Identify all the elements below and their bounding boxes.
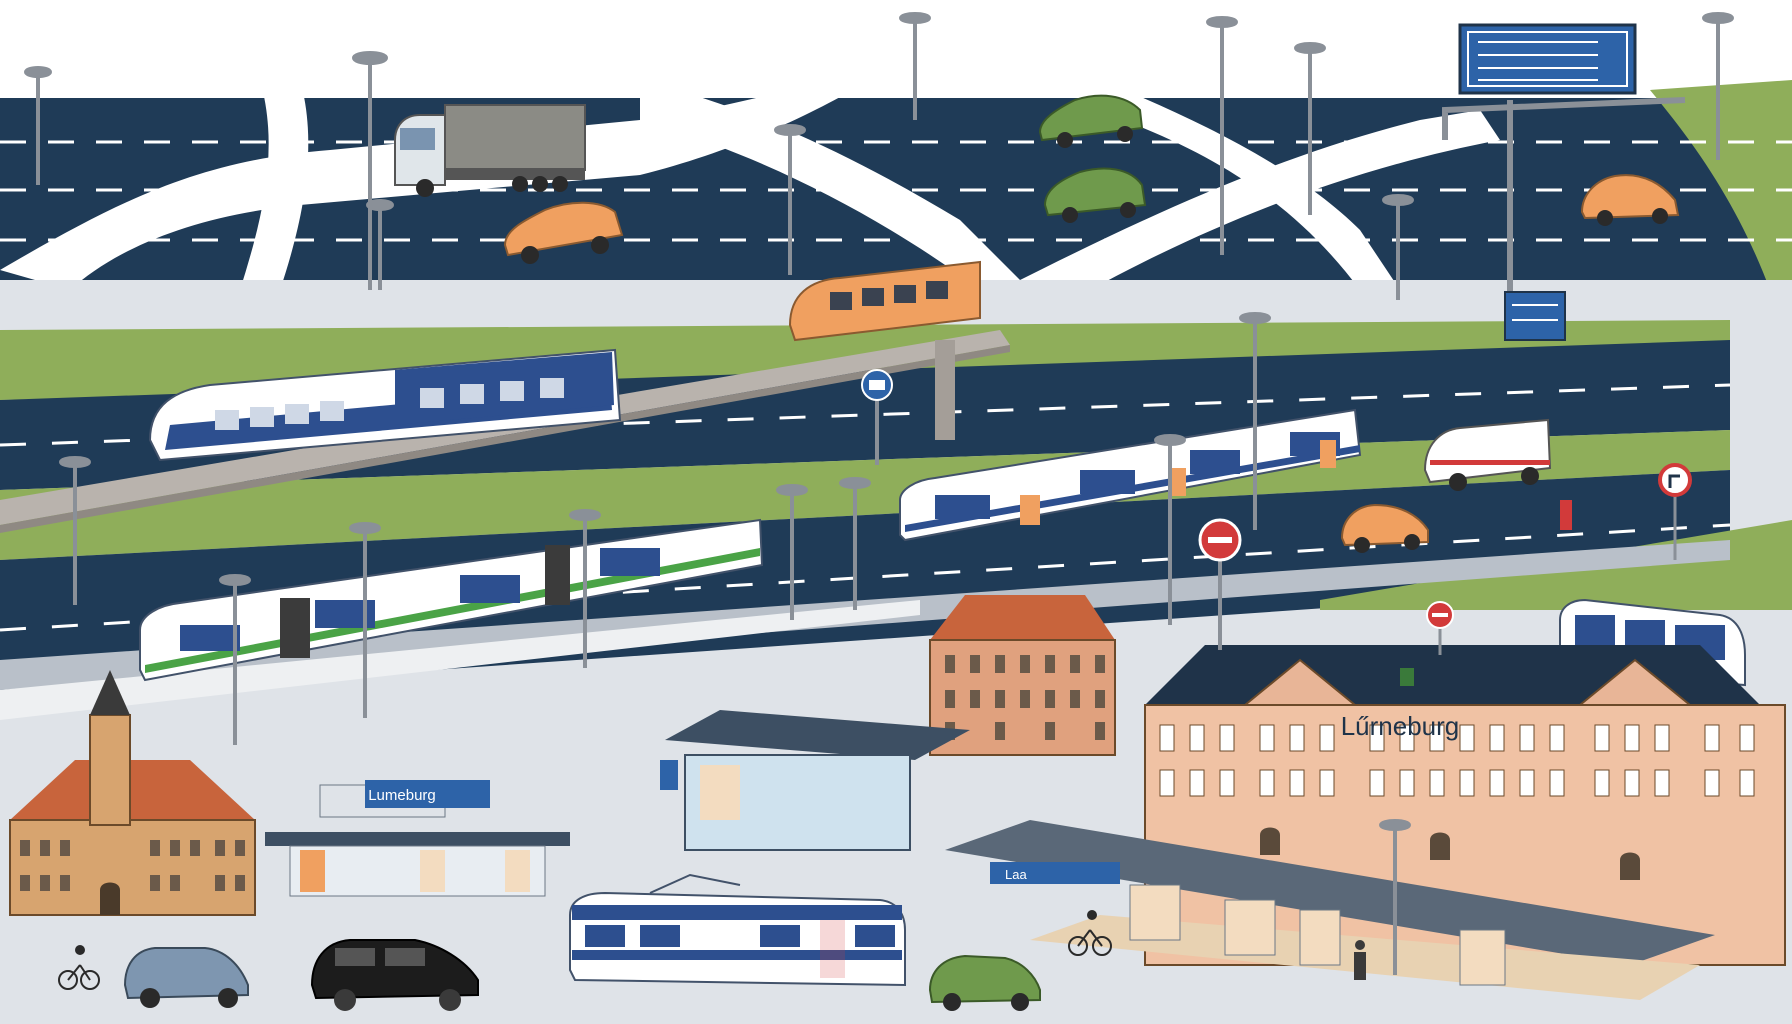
glass-shelter <box>660 710 970 851</box>
car-orange-lower <box>1340 503 1429 553</box>
overhead-direction-sign <box>1442 23 1686 341</box>
no-entry-sign-icon <box>1426 601 1454 655</box>
car-blue <box>123 947 249 1008</box>
car-green <box>1038 94 1144 148</box>
brick-house <box>929 595 1116 756</box>
intercity-train <box>148 348 622 462</box>
tram-bottom <box>569 873 906 987</box>
cyclist-icon <box>1068 910 1112 956</box>
car-black <box>310 939 479 1011</box>
no-entry-sign-icon <box>1198 518 1242 650</box>
town-hall <box>9 670 256 916</box>
ambulance-van <box>1423 418 1552 491</box>
platform-sign: Laa <box>1005 867 1027 882</box>
highway-interchange <box>0 80 1792 298</box>
bus-stop-sign-icon <box>861 369 893 465</box>
bus-shelter-left: Lumeburg <box>265 780 570 897</box>
car-orange <box>503 201 624 264</box>
car-green-2 <box>1043 167 1147 223</box>
no-left-turn-sign-icon <box>1658 463 1692 560</box>
small-warning-sign-icon <box>1560 500 1572 530</box>
car-green-small <box>928 954 1041 1011</box>
truck <box>394 104 586 197</box>
street-lamp-icon <box>24 12 1734 975</box>
car-orange-right <box>1580 174 1680 226</box>
monorail-car <box>788 260 981 342</box>
pedestrian-icon <box>1354 940 1366 980</box>
shelter-sign: Lumeburg <box>368 787 436 804</box>
tram-blue <box>899 408 1362 542</box>
cyclist-icon <box>58 945 100 990</box>
station-name-sign: Lűrneburg <box>1341 711 1460 741</box>
